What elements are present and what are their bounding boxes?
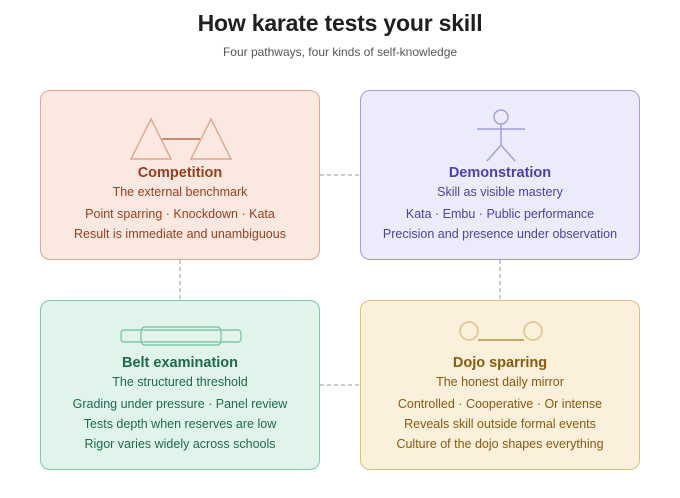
card-detail-line: Kata · Embu · Public performance: [405, 207, 595, 221]
card-detail-line: Rigor varies widely across schools: [84, 437, 276, 451]
card-detail-line: Point sparring · Knockdown · Kata: [85, 207, 275, 221]
card-detail-line: Precision and presence under observation: [382, 227, 618, 241]
card-competition: Competition The external benchmark Point…: [40, 90, 320, 260]
belt-icon: [120, 326, 242, 346]
card-tagline: The external benchmark: [112, 185, 248, 199]
card-detail-line: Reveals skill outside formal events: [404, 417, 596, 431]
card-tagline: The honest daily mirror: [436, 375, 564, 389]
card-heading: Dojo sparring: [452, 355, 548, 371]
card-detail-line: Tests depth when reserves are low: [83, 417, 277, 431]
card-detail-line: Culture of the dojo shapes everything: [396, 437, 604, 451]
two-triangles-icon: [129, 117, 233, 160]
card-detail-line: Controlled · Cooperative · Or intense: [397, 397, 603, 411]
stick-figure-icon: [477, 109, 525, 162]
card-detail-line: Result is immediate and unambiguous: [74, 227, 286, 241]
card-belt-examination: Belt examination The structured threshol…: [40, 300, 320, 470]
page-title: How karate tests your skill: [197, 10, 483, 36]
card-heading: Demonstration: [448, 165, 552, 181]
card-heading: Competition: [137, 165, 223, 181]
page-subtitle: Four pathways, four kinds of self-knowle…: [222, 45, 458, 59]
card-heading: Belt examination: [121, 355, 239, 371]
card-tagline: Skill as visible mastery: [437, 185, 563, 199]
card-demonstration: Demonstration Skill as visible mastery K…: [360, 90, 640, 260]
card-detail-line: Grading under pressure · Panel review: [72, 397, 288, 411]
two-circles-icon: [459, 321, 543, 341]
card-dojo-sparring: Dojo sparring The honest daily mirror Co…: [360, 300, 640, 470]
card-tagline: The structured threshold: [112, 375, 248, 389]
